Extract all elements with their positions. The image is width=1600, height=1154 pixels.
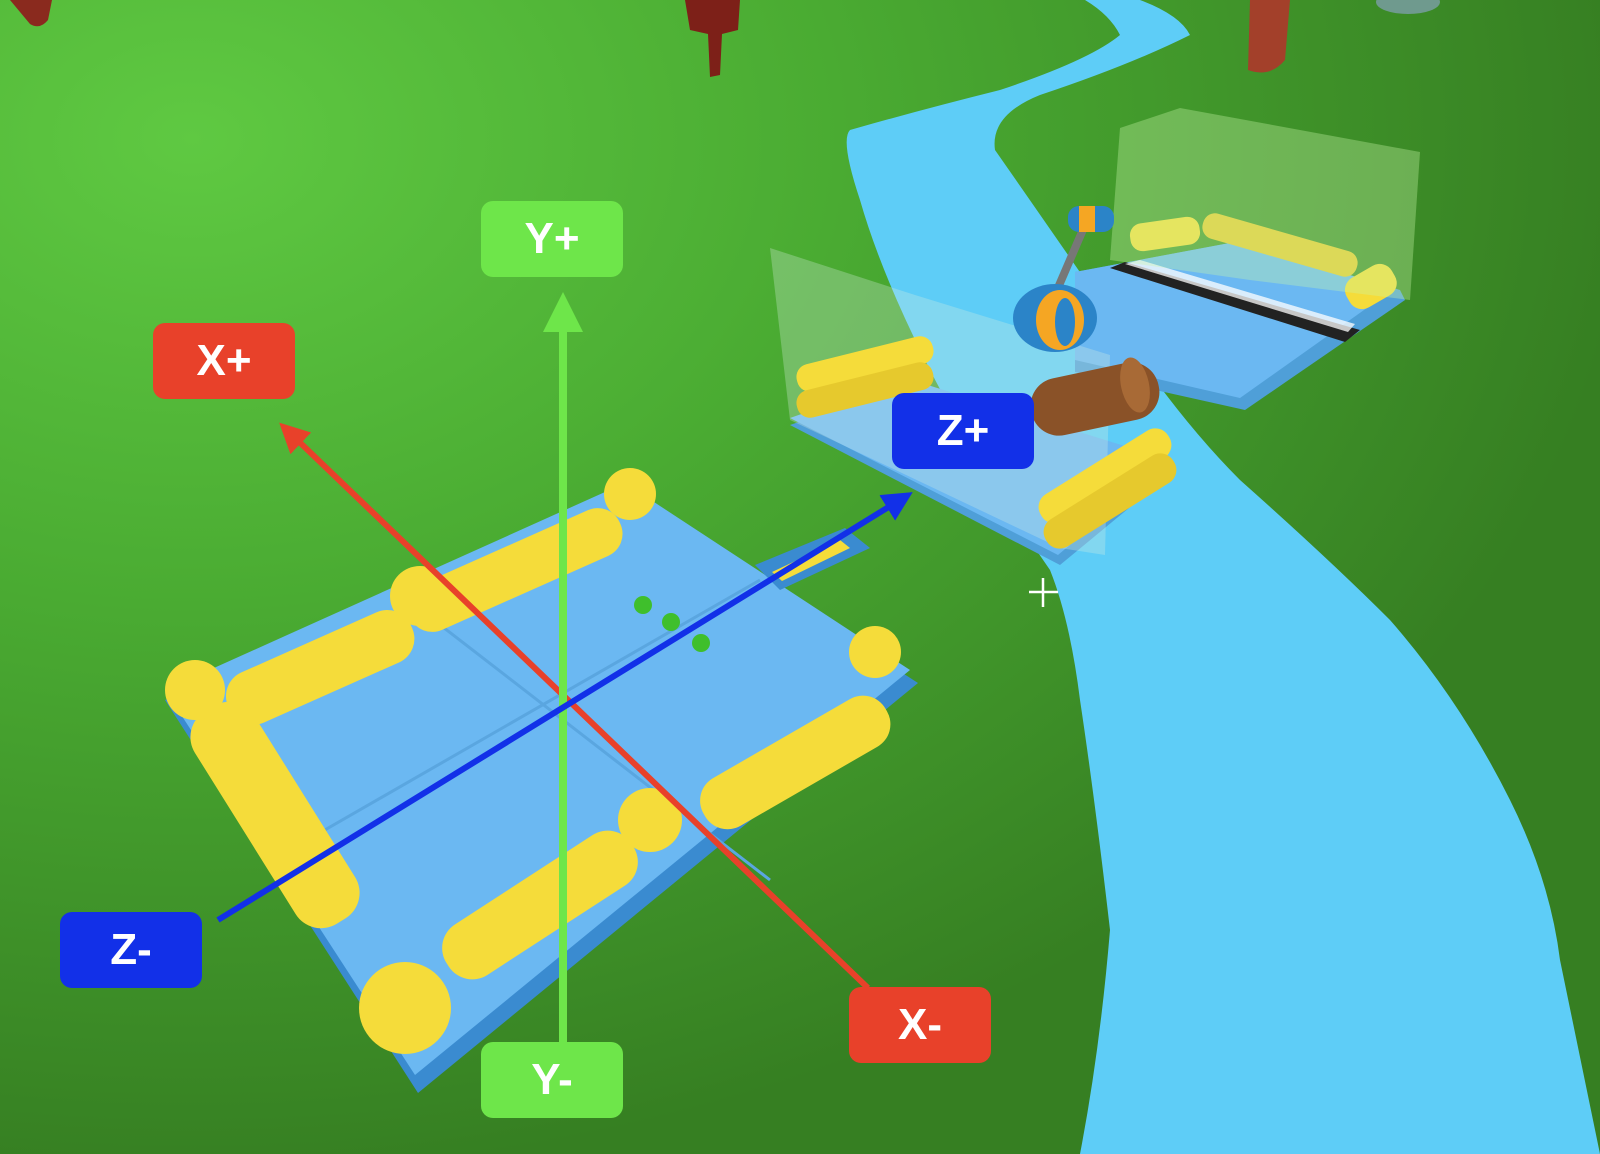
finish-platform: [1075, 108, 1420, 410]
tree-trunk-center: [685, 0, 740, 77]
tree-trunk-left: [10, 0, 52, 27]
finish-glass-box: [1110, 108, 1420, 300]
spawn-marker: [662, 613, 680, 631]
tree-trunk-right: [1248, 0, 1290, 73]
finish-line: [1110, 262, 1360, 342]
hammer-obstacle: [1013, 206, 1114, 352]
start-platform: [165, 468, 918, 1093]
rock: [1376, 0, 1440, 14]
y-positive-label: Y+: [481, 201, 623, 277]
z-negative-label: Z-: [60, 912, 202, 988]
crosshair-icon: [1029, 578, 1058, 607]
spawn-marker: [692, 634, 710, 652]
z-axis-line: [216, 492, 913, 923]
x-axis-line: [279, 422, 871, 991]
x-negative-label: X-: [849, 987, 991, 1063]
spawn-marker: [634, 596, 652, 614]
x-positive-label: X+: [153, 323, 295, 399]
y-negative-label: Y-: [481, 1042, 623, 1118]
z-positive-label: Z+: [892, 393, 1034, 469]
